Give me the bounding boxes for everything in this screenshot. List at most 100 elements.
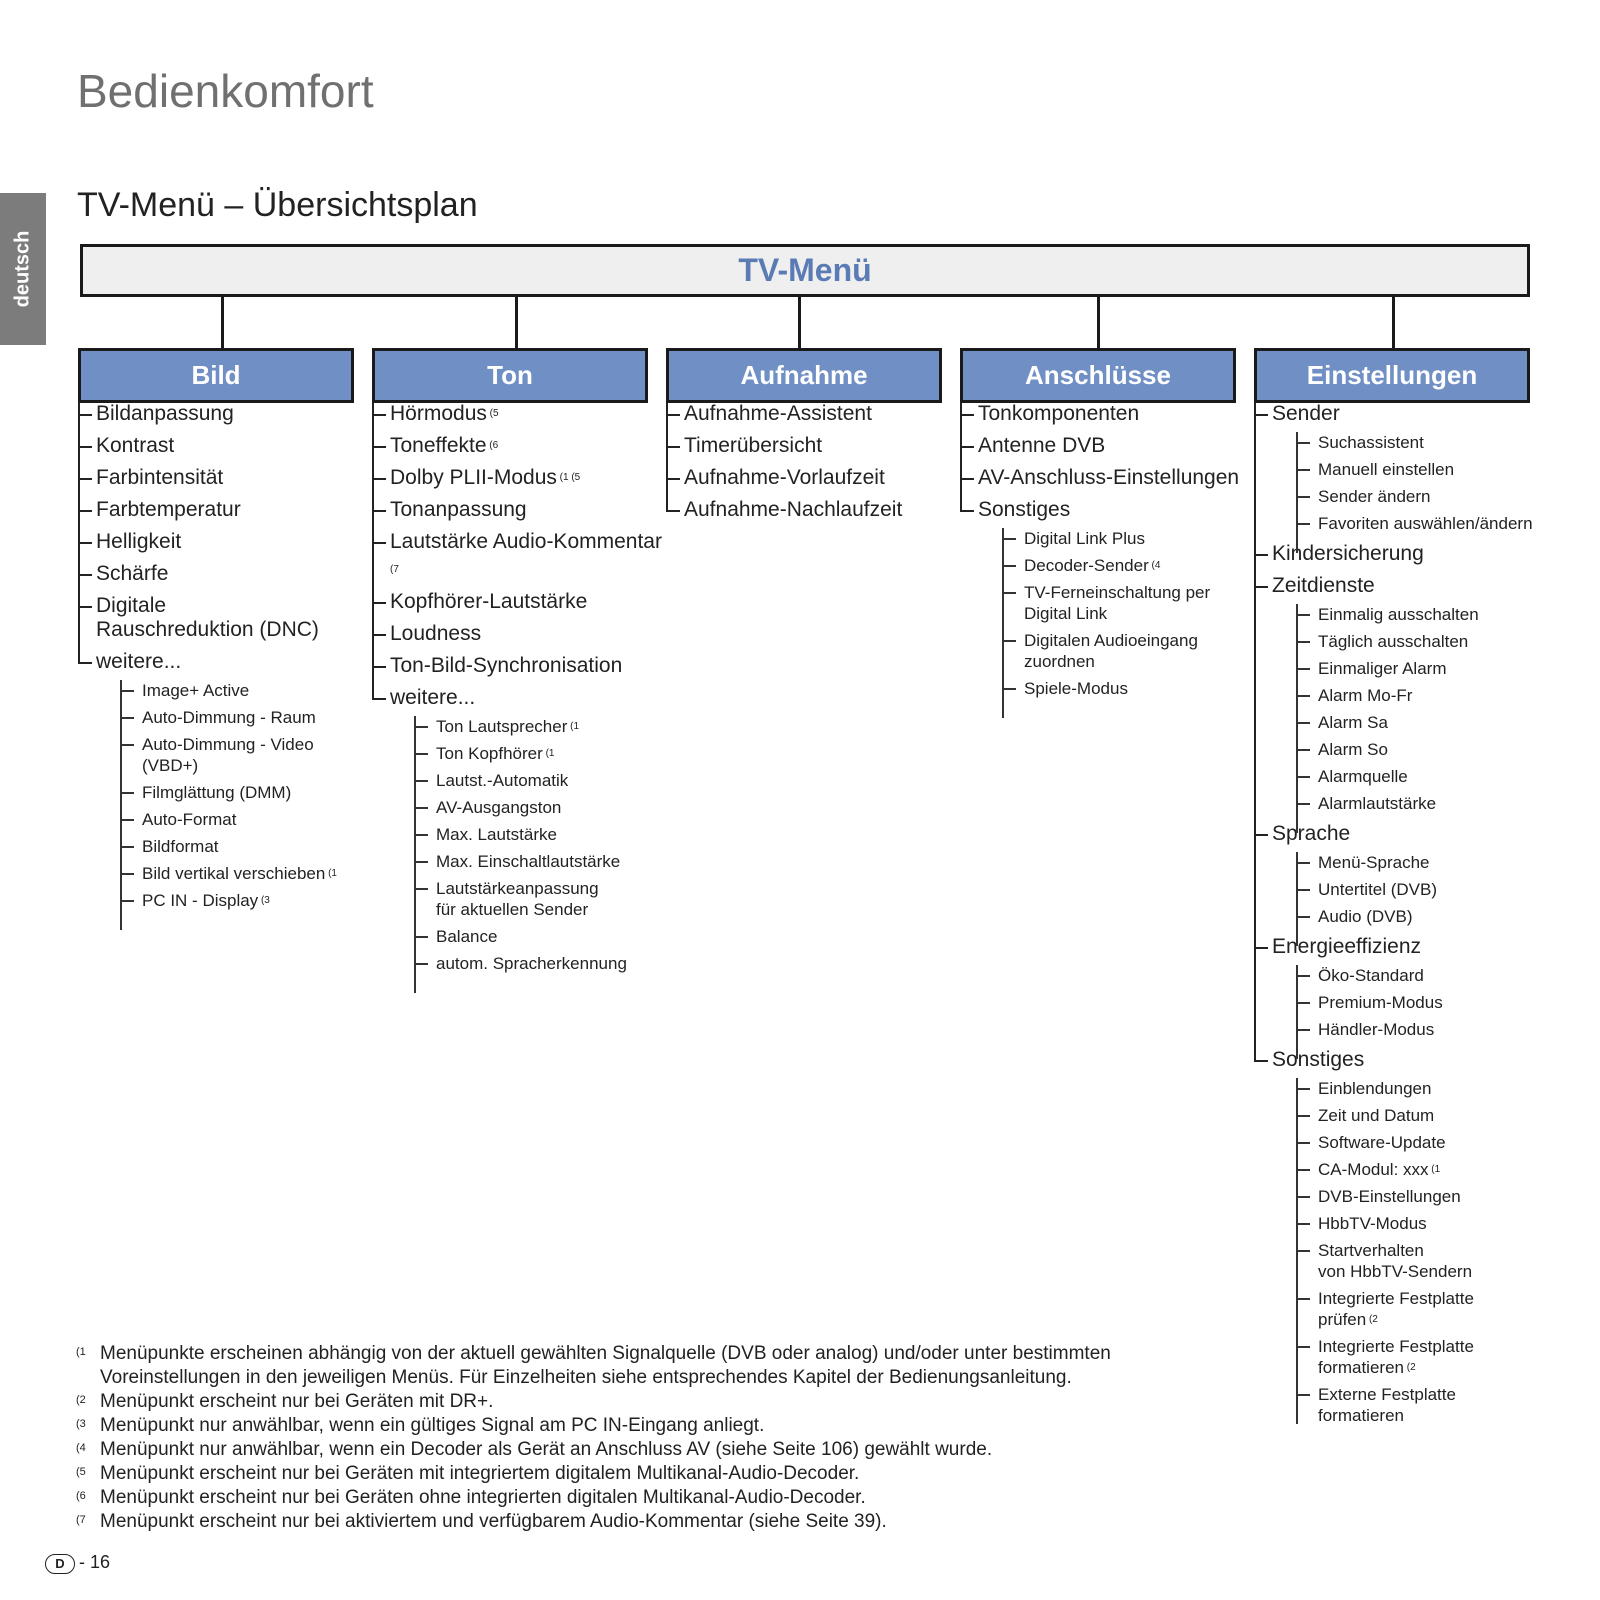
submenu-item-label: Untertitel (DVB) — [1318, 880, 1438, 899]
tree-trunk-line — [78, 402, 80, 662]
menu-item-kontrast: Kontrast — [78, 434, 368, 458]
submenu-item-sender-ändern: Sender ändern — [1296, 486, 1554, 507]
submenu-item-zeit-und-datum: Zeit und Datum — [1296, 1105, 1554, 1126]
submenu-item-label: Software-Update — [1318, 1133, 1446, 1152]
menu-item-label: Schärfe — [96, 562, 169, 585]
submenu-item-autom-spracherkennung: autom. Spracherkennung — [414, 953, 662, 974]
footnote-text: Menüpunkt nur anwählbar, wenn ein Decode… — [100, 1439, 993, 1460]
column-header-aufnahme: Aufnahme — [666, 348, 942, 403]
footnote-mark: (1 — [76, 1346, 86, 1358]
submenu-item-label: Bild vertikal verschieben (1 — [142, 864, 337, 883]
submenu-item-einmalig-ausschalten: Einmalig ausschalten — [1296, 604, 1554, 625]
section-title: TV-Menü – Übersichtsplan — [77, 186, 478, 224]
submenu-item-filmglättung-dmm: Filmglättung (DMM) — [120, 782, 368, 803]
menu-item-aufnahme-vorlaufzeit: Aufnahme-Vorlaufzeit — [666, 466, 956, 490]
submenu-item-alarm-sa: Alarm Sa — [1296, 712, 1554, 733]
menu-item-label: Ton-Bild-Synchronisation — [390, 654, 623, 677]
submenu-item-manuell-einstellen: Manuell einstellen — [1296, 459, 1554, 480]
submenu-item-dvb-einstellungen: DVB-Einstellungen — [1296, 1186, 1554, 1207]
submenu-item-bild-vertikal-verschieben: Bild vertikal verschieben (1 — [120, 863, 368, 884]
submenu-item-einblendungen: Einblendungen — [1296, 1078, 1554, 1099]
submenu-item-label: Alarmlautstärke — [1318, 794, 1437, 813]
subtree-line — [1296, 432, 1298, 553]
submenu-item-label: CA-Modul: xxx (1 — [1318, 1160, 1441, 1179]
submenu-item-label: Ton Kopfhörer (1 — [436, 744, 555, 763]
menu-item-label: Sonstiges — [1272, 1048, 1365, 1071]
submenu-item-alarmlautstärke: Alarmlautstärke — [1296, 793, 1554, 814]
submenu-item-label: Auto-Dimmung - Raum — [142, 708, 316, 727]
footnote-text: Menüpunkte erscheinen abhängig von der a… — [100, 1343, 1111, 1388]
submenu-item-label: Täglich ausschalten — [1318, 632, 1469, 651]
menu-item-tonanpassung: Tonanpassung — [372, 498, 662, 522]
menu-item-label: Farbintensität — [96, 466, 224, 489]
submenu-item-lautst-automatik: Lautst.-Automatik — [414, 770, 662, 791]
submenu-item-label: Suchassistent — [1318, 433, 1424, 452]
footnote: (6 Menüpunkt erscheint nur bei Geräten oh… — [76, 1486, 1216, 1510]
submenu-item-label: DVB-Einstellungen — [1318, 1187, 1461, 1206]
menu-item-toneffekte: Toneffekte (6 — [372, 434, 662, 458]
submenu-item-auto-dimmung-raum: Auto-Dimmung - Raum — [120, 707, 368, 728]
submenu-item-label: HbbTV-Modus — [1318, 1214, 1427, 1233]
menu-item-label: Loudness — [390, 622, 482, 645]
language-tab: deutsch — [0, 193, 46, 345]
submenu-item-av-ausgangston: AV-Ausgangston — [414, 797, 662, 818]
menu-item-label: Timerübersicht — [684, 434, 823, 457]
column-header-anschluesse: Anschlüsse — [960, 348, 1236, 403]
page-number: D- 16 — [45, 1552, 110, 1574]
connector-aufnahme — [798, 297, 801, 348]
footnote-mark: (6 — [76, 1490, 86, 1502]
page-number-text: - 16 — [79, 1552, 111, 1572]
submenu-item-label: Max. Lautstärke — [436, 825, 557, 844]
submenu-item-auto-format: Auto-Format — [120, 809, 368, 830]
menu-item-label: weitere... — [390, 686, 476, 709]
menu-item-label: weitere... — [96, 650, 182, 673]
menu-item-lautstärke-audio-kommentar: Lautstärke Audio-Kommentar (7 — [372, 530, 662, 582]
menu-item-label: Hörmodus (5 — [390, 402, 499, 425]
submenu-item-label: Sender ändern — [1318, 487, 1431, 506]
menu-item-helligkeit: Helligkeit — [78, 530, 368, 554]
menu-item-timerübersicht: Timerübersicht — [666, 434, 956, 458]
menu-item-label: Kindersicherung — [1272, 542, 1424, 565]
submenu-item-label: Einmalig ausschalten — [1318, 605, 1479, 624]
menu-item-label: Bildanpassung — [96, 402, 234, 425]
submenu-item-audio-dvb: Audio (DVB) — [1296, 906, 1554, 927]
submenu-item-label: Zeit und Datum — [1318, 1106, 1435, 1125]
subtree-line — [1296, 1078, 1298, 1424]
menu-item-label: Farbtemperatur — [96, 498, 241, 521]
menu-item-label: Kontrast — [96, 434, 175, 457]
menu-item-label: Tonanpassung — [390, 498, 527, 521]
menu-item-label: Zeitdienste — [1272, 574, 1375, 597]
submenu-item-label: Decoder-Sender (4 — [1024, 556, 1161, 575]
footnote-ref: (1 — [542, 748, 555, 759]
submenu-item-spiele-modus: Spiele-Modus — [1002, 678, 1250, 699]
subtree-line — [1296, 852, 1298, 946]
submenu-item-ca-modul-xxx: CA-Modul: xxx (1 — [1296, 1159, 1554, 1180]
language-tab-label: deutsch — [11, 230, 34, 308]
menu-item-label: Sonstiges — [978, 498, 1071, 521]
menu-item-label: Aufnahme-Assistent — [684, 402, 872, 425]
submenu-item-label: Digital Link Plus — [1024, 529, 1145, 548]
submenu-item-alarmquelle: Alarmquelle — [1296, 766, 1554, 787]
footnote-ref: (4 — [1148, 560, 1161, 571]
menu-item-label: Antenne DVB — [978, 434, 1106, 457]
submenu-item-untertitel-dvb: Untertitel (DVB) — [1296, 879, 1554, 900]
submenu-item-favoriten-auswählen-ändern: Favoriten auswählen/ändern — [1296, 513, 1554, 534]
footnote-text: Menüpunkt erscheint nur bei Geräten ohne… — [100, 1487, 866, 1508]
